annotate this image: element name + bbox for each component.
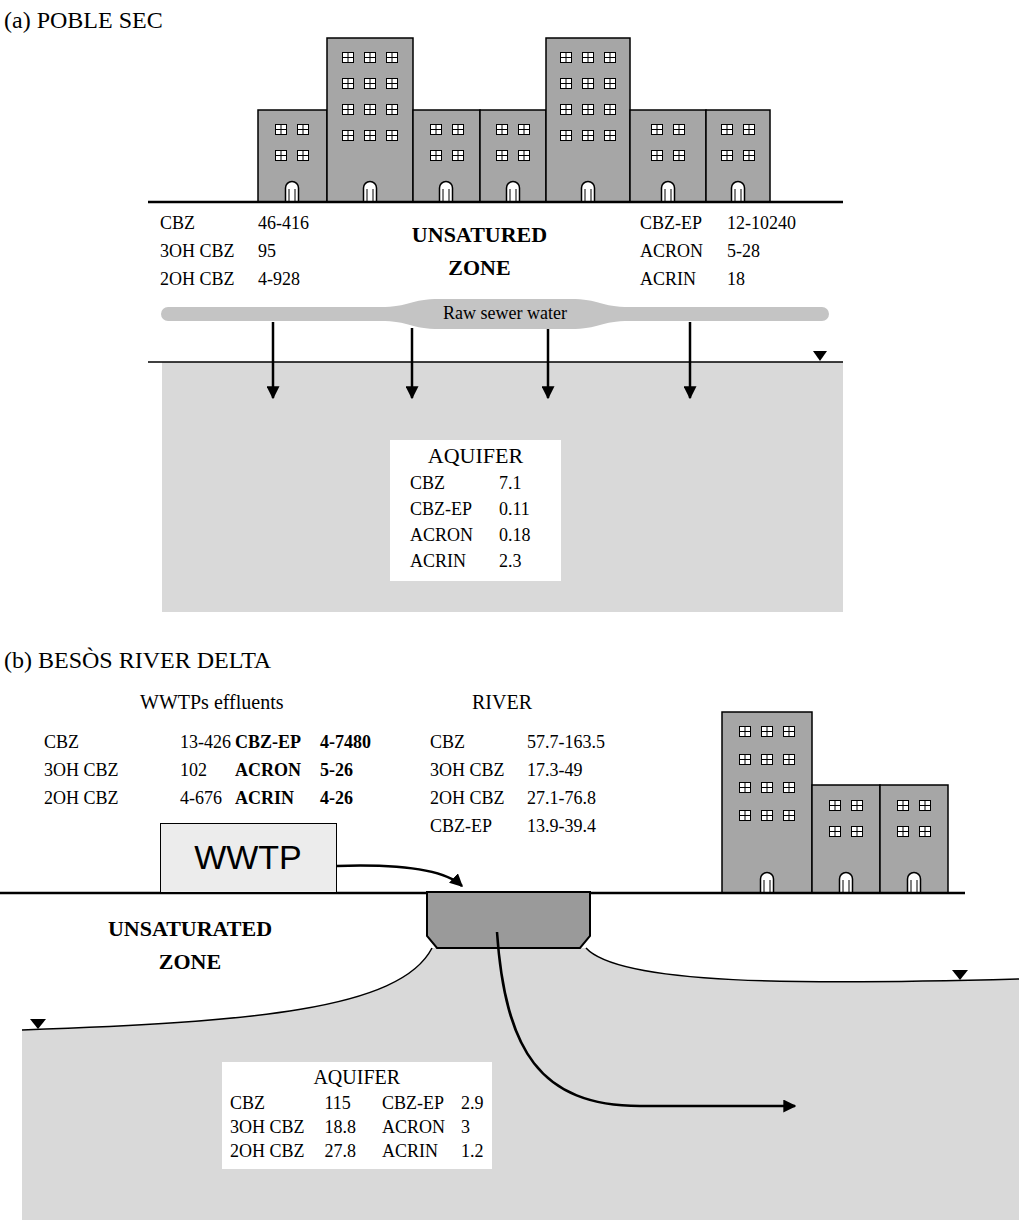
section-label: WWTPs effluents (140, 690, 284, 714)
compound-name: 3OH CBZ (44, 760, 119, 782)
water-table-marker (813, 351, 827, 361)
compound-name: 2OH CBZ (430, 788, 505, 810)
river-channel (427, 892, 590, 948)
wwtp-box: WWTP (160, 823, 337, 893)
aquifer-box: AQUIFER CBZ 115 CBZ-EP 2.9 3OH CBZ 18.8 ACRON 3 2… (222, 1062, 492, 1169)
panel-title: (b) BESÒS RIVER DELTA (4, 646, 271, 675)
infiltration-arrows (273, 322, 690, 398)
compound-name: ACRIN (382, 1141, 438, 1163)
concentration-value: 2.3 (499, 551, 522, 573)
water-table (148, 361, 843, 363)
concentration-value: 18.8 (325, 1117, 357, 1139)
concentration-value: 13.9-39.4 (527, 816, 596, 838)
recharge-arrow (497, 932, 795, 1106)
compound-name: 3OH CBZ (230, 1117, 305, 1139)
compound-name: CBZ-EP (235, 732, 301, 754)
zone-label: UNSATURATED ZONE (90, 912, 290, 978)
compound-name: 2OH CBZ (160, 269, 235, 291)
concentration-value: 5-26 (320, 760, 353, 782)
aquifer-region (162, 362, 843, 612)
compound-name: ACRON (410, 525, 473, 547)
concentration-value: 4-7480 (320, 732, 371, 754)
water-table-marker (30, 1019, 46, 1029)
windows (740, 727, 931, 837)
compound-name: ACRON (235, 760, 301, 782)
concentration-value: 18 (727, 269, 745, 291)
buildings (258, 38, 770, 202)
compound-name: 3OH CBZ (160, 241, 235, 263)
concentration-value: 4-928 (258, 269, 300, 291)
water-table (22, 948, 432, 1030)
compound-name: ACRIN (235, 788, 294, 810)
doors (286, 182, 745, 203)
concentration-value: 95 (258, 241, 276, 263)
compound-name: ACRON (640, 241, 703, 263)
compound-name: 2OH CBZ (44, 788, 119, 810)
effluent-arrow (337, 866, 462, 886)
ground-line (148, 201, 843, 204)
compound-name: ACRON (382, 1117, 445, 1139)
concentration-value: 27.8 (325, 1141, 357, 1163)
concentration-value: 46-416 (258, 213, 309, 235)
concentration-value: 102 (180, 760, 207, 782)
aquifer-box: AQUIFER CBZ 7.1CBZ-EP 0.11ACRON 0.18ACRIN 2.3 (390, 440, 561, 581)
compound-name: CBZ (44, 732, 79, 754)
compound-name: CBZ-EP (640, 213, 702, 235)
node-text: Raw sewer water (443, 303, 567, 325)
sewer-band-fill (161, 299, 829, 329)
windows (276, 53, 755, 161)
concentration-value: 17.3-49 (527, 760, 583, 782)
node-text: WWTP (194, 837, 302, 878)
concentration-value: 12-10240 (727, 213, 796, 235)
concentration-value: 2.9 (461, 1093, 484, 1115)
concentration-value: 7.1 (499, 473, 522, 495)
compound-name: CBZ (410, 473, 445, 495)
water-table-marker (952, 970, 968, 980)
buildings (722, 712, 948, 893)
concentration-value: 0.11 (499, 499, 530, 521)
concentration-value: 13-426 (180, 732, 231, 754)
compound-name: 2OH CBZ (230, 1141, 305, 1163)
concentration-value: 5-28 (727, 241, 760, 263)
compound-name: ACRIN (410, 551, 466, 573)
compound-name: CBZ (430, 732, 465, 754)
concentration-value: 27.1-76.8 (527, 788, 596, 810)
concentration-value: 4-676 (180, 788, 222, 810)
concentration-value: 57.7-163.5 (527, 732, 605, 754)
panel-title: (a) POBLE SEC (4, 6, 163, 35)
box-heading: AQUIFER (313, 1065, 400, 1089)
compound-name: ACRIN (640, 269, 696, 291)
aquifer-region (22, 948, 1019, 1220)
sewer-band: Raw sewer water (160, 298, 830, 330)
concentration-value: 3 (461, 1117, 470, 1139)
concentration-value: 1.2 (461, 1141, 484, 1163)
compound-name: CBZ-EP (410, 499, 472, 521)
water-table (586, 948, 1019, 982)
zone-label: UNSATURED ZONE (392, 218, 567, 284)
doors (761, 873, 921, 894)
compound-name: CBZ (160, 213, 195, 235)
section-label: RIVER (472, 690, 532, 714)
concentration-value: 115 (325, 1093, 351, 1115)
box-heading: AQUIFER (428, 443, 523, 469)
compound-name: 3OH CBZ (430, 760, 505, 782)
concentration-value: 4-26 (320, 788, 353, 810)
compound-name: CBZ-EP (430, 816, 492, 838)
compound-name: CBZ-EP (382, 1093, 444, 1115)
concentration-value: 0.18 (499, 525, 531, 547)
compound-name: CBZ (230, 1093, 265, 1115)
